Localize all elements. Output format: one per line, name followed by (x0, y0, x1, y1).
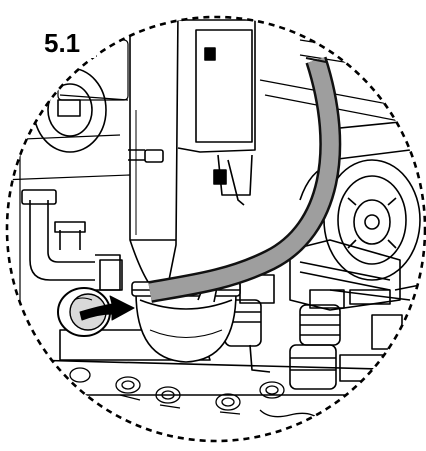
step-number-label: 5.1 (44, 28, 81, 58)
direction-arrow-icon (79, 295, 135, 321)
gas-valve-assembly-icon (289, 239, 421, 350)
boiler-internals (7, 17, 425, 421)
drain-hose-icon (148, 56, 342, 303)
left-pipes-icon (21, 189, 123, 291)
fan-motor-icon (33, 67, 107, 153)
central-column-icon (128, 17, 179, 286)
bottom-fittings-icon (69, 367, 321, 421)
control-box-icon (177, 19, 256, 206)
detail-circle-icon (5, 15, 426, 443)
label-backing (38, 28, 96, 58)
